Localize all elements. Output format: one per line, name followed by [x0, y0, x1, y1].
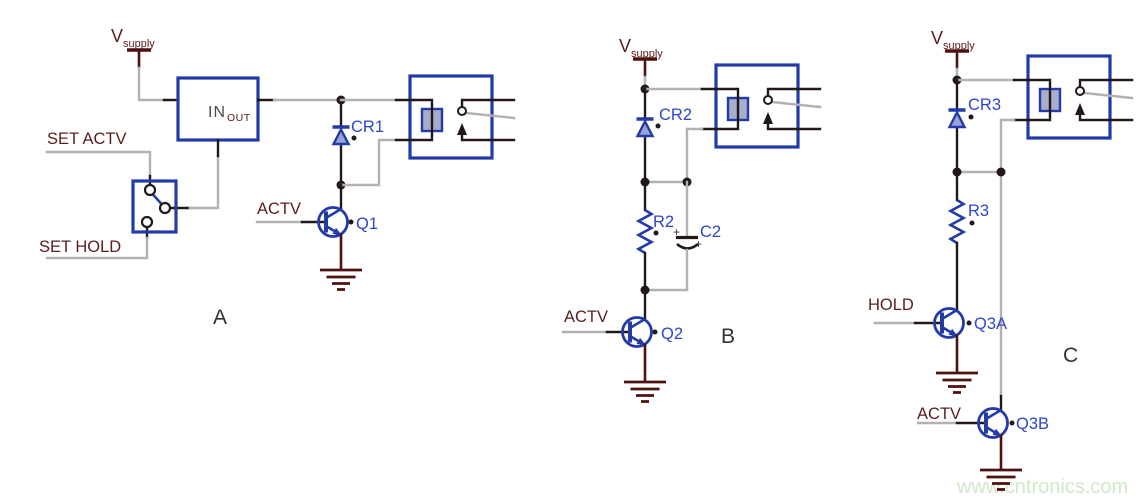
- r3-label: R3: [968, 202, 989, 220]
- wire: [188, 154, 220, 210]
- cap-plus-mark: +: [673, 225, 680, 239]
- vsupply-b-sub-label: supply: [631, 48, 663, 60]
- cr3-label: CR3: [968, 96, 1001, 114]
- diode-cr3-symbol: [946, 108, 968, 129]
- label-anchor-dot: [351, 135, 357, 141]
- diode-cr1-symbol: [330, 125, 352, 146]
- label-anchor-dot: [968, 114, 974, 120]
- ground-symbol: [318, 268, 364, 291]
- label-anchor-dot: [655, 123, 661, 129]
- relay-b-symbol: [700, 63, 822, 149]
- label-anchor-dot: [966, 320, 972, 326]
- ground-symbol: [934, 371, 980, 394]
- wire: [137, 66, 166, 102]
- relay-a-symbol: [394, 74, 516, 160]
- label-anchor-dot: [653, 230, 659, 236]
- selector-switch-symbol: [131, 179, 178, 234]
- circuit-a: V supply IN OUT SET ACTV SET HOLD: [39, 26, 516, 329]
- cr1-label: CR1: [351, 118, 384, 136]
- q3b-label: Q3B: [1016, 415, 1049, 433]
- regulator-in-label: IN: [208, 104, 226, 121]
- set-hold-label: SET HOLD: [39, 238, 121, 256]
- capacitor-c2-symbol: + +: [673, 180, 702, 292]
- cap-curved-plate: [676, 242, 699, 250]
- label-anchor-dot: [1009, 420, 1015, 426]
- cr2-label: CR2: [659, 106, 692, 124]
- label-anchor-dot: [652, 329, 658, 335]
- actv-c-label: ACTV: [917, 405, 961, 423]
- supply-rail-symbol: [125, 48, 153, 70]
- circuit-c: V supply CR3 R3 HOLD Q3A C ACTV: [868, 28, 1134, 491]
- resistor-r2-symbol: [637, 208, 653, 255]
- c2-label: C2: [700, 223, 721, 241]
- vsupply-a-sub-label: supply: [123, 38, 155, 50]
- watermark-text: www.cntronics.com: [956, 476, 1128, 498]
- relay-c-symbol: [1012, 54, 1134, 140]
- ground-symbol: [622, 380, 668, 403]
- actv-a-label: ACTV: [257, 200, 301, 218]
- set-actv-label: SET ACTV: [47, 130, 126, 148]
- q1-label: Q1: [356, 215, 378, 233]
- hold-label: HOLD: [868, 296, 914, 314]
- wire: [45, 236, 149, 260]
- label-anchor-dot: [969, 220, 975, 226]
- vsupply-a-label: V: [111, 26, 123, 46]
- circuit-a-letter: A: [213, 306, 227, 329]
- q2-label: Q2: [661, 325, 683, 343]
- supply-rail-symbol: [631, 57, 659, 79]
- junction-dot: [996, 167, 1006, 177]
- circuit-c-letter: C: [1063, 344, 1078, 367]
- circuit-b: V supply CR2 R2 + + C2: [561, 36, 822, 403]
- r2-label: R2: [653, 213, 674, 231]
- supply-rail-symbol: [943, 49, 971, 71]
- q3a-label: Q3A: [974, 315, 1007, 333]
- label-anchor-dot: [348, 219, 354, 225]
- actv-b-label: ACTV: [564, 308, 608, 326]
- vsupply-c-label: V: [931, 28, 943, 48]
- wire: [45, 150, 152, 178]
- wire: [339, 138, 398, 187]
- vsupply-b-label: V: [619, 36, 631, 56]
- circuit-b-letter: B: [721, 325, 735, 348]
- diode-cr2-symbol: [634, 117, 656, 138]
- vsupply-c-sub-label: supply: [943, 40, 975, 52]
- regulator-out-label: OUT: [227, 112, 251, 124]
- cap-plus-mark: +: [695, 237, 702, 251]
- resistor-r3-symbol: [949, 198, 965, 245]
